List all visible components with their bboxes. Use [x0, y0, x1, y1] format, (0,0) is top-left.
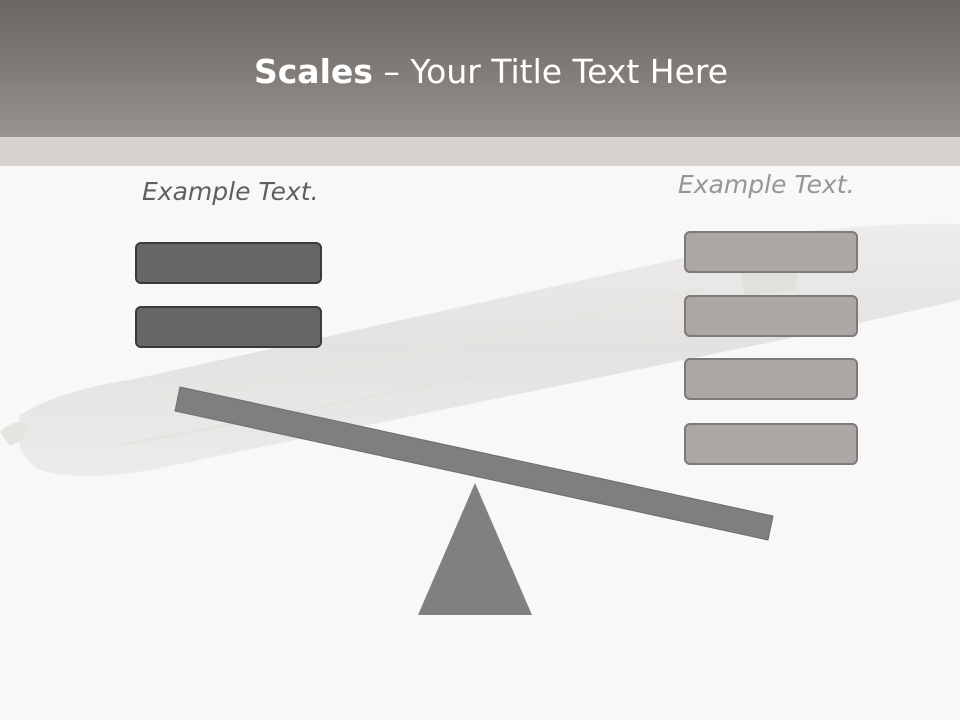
right-example-label: Example Text. [678, 170, 855, 199]
title-underline-band [0, 137, 960, 166]
left-weight-block [135, 306, 322, 348]
slide-title-rest: – Your Title Text Here [372, 52, 729, 91]
left-example-label: Example Text. [142, 177, 319, 206]
right-weight-block [684, 358, 858, 400]
right-weight-block [684, 295, 858, 337]
scale-beam [174, 386, 774, 541]
slide-title-bold: Scales [253, 52, 373, 91]
left-weight-block [135, 242, 322, 284]
slide-title: Scales – Your Title Text Here [0, 52, 960, 91]
scale-fulcrum [418, 483, 532, 615]
title-bar [0, 0, 960, 137]
right-weight-block [684, 231, 858, 273]
right-weight-block [684, 423, 858, 465]
